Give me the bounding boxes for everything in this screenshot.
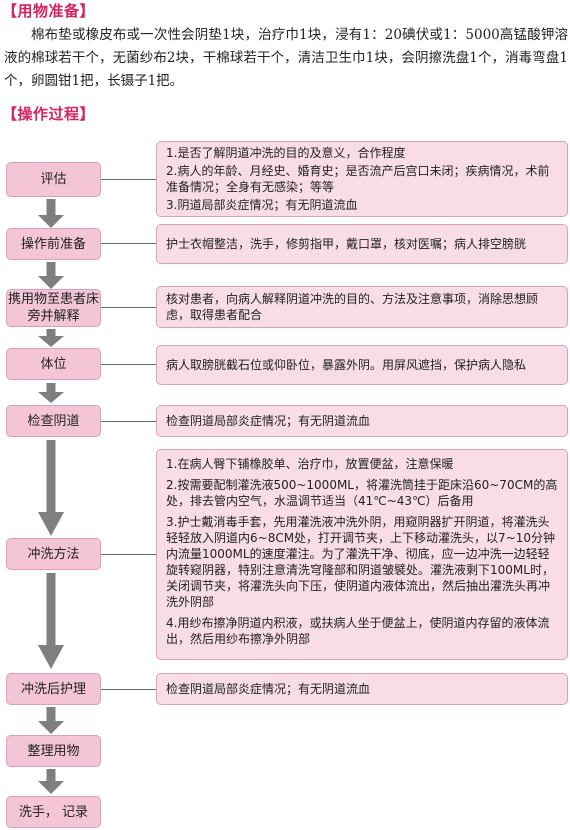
down-arrow-icon xyxy=(38,769,64,794)
step-box-vaginal-check: 检查阴道 xyxy=(6,405,101,437)
down-arrow-icon xyxy=(38,440,64,536)
step-label: 体位 xyxy=(40,356,67,372)
down-arrow-icon xyxy=(38,262,64,289)
detail-item: 病人取膀胱截石位或仰卧位，暴露外阴。用屏风遮挡，保护病人隐私 xyxy=(166,358,527,372)
step-box-preparation: 操作前准备 xyxy=(6,228,101,260)
step-label: 携用物至患者床旁并解释 xyxy=(7,292,99,324)
step-box-tidy: 整理用物 xyxy=(6,735,101,767)
detail-item: 核对患者，向病人解释阴道冲洗的目的、方法及注意事项，消除思想顾虑，取得患者配合 xyxy=(166,292,539,322)
connector-line xyxy=(101,421,156,422)
detail-box-irrigation: 1.在病人臀下铺橡胶单、治疗巾，放置便盆，注意保暖 2.按需要配制灌洗液500~… xyxy=(156,449,568,660)
step-label: 整理用物 xyxy=(27,743,80,759)
step-label: 评估 xyxy=(40,172,67,187)
detail-box-aftercare: 检查阴道局部炎症情况；有无阴道流血 xyxy=(156,673,568,705)
step-box-position: 体位 xyxy=(6,348,101,380)
detail-box-assessment: 1.是否了解阴道冲洗的目的及意义，合作程度 2.病人的年龄、月经史、婚育史；是否… xyxy=(156,141,568,217)
step-label: 操作前准备 xyxy=(20,236,86,252)
detail-box-preparation: 护士衣帽整洁，洗手，修剪指甲，戴口罩，核对医嘱；病人排空膀胱 xyxy=(156,224,568,264)
step-label: 检查阴道 xyxy=(27,413,80,429)
connector-line xyxy=(101,307,156,308)
step-box-explain: 携用物至患者床旁并解释 xyxy=(6,289,101,327)
down-arrow-icon xyxy=(38,383,64,403)
detail-item: 4.用纱布擦净阴道内积液，或扶病人坐于便盆上，使阴道内存留的液体流出，然后用纱布… xyxy=(166,616,550,646)
step-box-irrigation: 冲洗方法 xyxy=(6,538,101,570)
materials-heading: 【用物准备】 xyxy=(2,2,96,20)
down-arrow-icon xyxy=(38,573,64,669)
step-box-assessment: 评估 xyxy=(6,162,101,197)
detail-item: 检查阴道局部炎症情况；有无阴道流血 xyxy=(166,682,371,696)
detail-item: 1.是否了解阴道冲洗的目的及意义，合作程度 xyxy=(166,146,406,160)
down-arrow-icon xyxy=(38,707,64,734)
materials-paragraph: 棉布垫或橡皮布或一次性会阴垫1块，治疗巾1块，浸有1：20碘伏或1：5000高锰… xyxy=(4,27,568,89)
detail-item: 护士衣帽整洁，洗手，修剪指甲，戴口罩，核对医嘱；病人排空膀胱 xyxy=(166,237,527,251)
down-arrow-icon xyxy=(38,199,64,228)
down-arrow-icon xyxy=(38,329,64,347)
step-label: 冲洗后护理 xyxy=(20,681,86,697)
detail-item: 检查阴道局部炎症情况；有无阴道流血 xyxy=(166,414,371,428)
connector-line xyxy=(101,243,156,244)
detail-item: 3.阴道局部炎症情况；有无阴道流血 xyxy=(166,198,358,212)
detail-item: 2.病人的年龄、月经史、婚育史；是否流产后宫口未闭；疾病情况，术前准备情况；全身… xyxy=(166,164,550,194)
connector-line xyxy=(101,364,156,365)
connector-line xyxy=(101,689,156,690)
connector-line xyxy=(101,179,156,180)
detail-item: 3.护士戴消毒手套，先用灌洗液冲洗外阴，用窥阴器扩开阴道，将灌洗头轻轻放入阴道内… xyxy=(166,515,556,609)
step-box-aftercare: 冲洗后护理 xyxy=(6,673,101,705)
step-label: 洗手， 记录 xyxy=(18,804,89,820)
connector-line xyxy=(101,554,156,555)
step-label: 冲洗方法 xyxy=(27,546,80,562)
detail-box-position: 病人取膀胱截石位或仰卧位，暴露外阴。用屏风遮挡，保护病人隐私 xyxy=(156,345,568,385)
detail-item: 2.按需要配制灌洗液500~1000ML，将灌洗筒挂于距床沿60~70CM的高处… xyxy=(166,478,558,508)
step-box-record: 洗手， 记录 xyxy=(6,796,101,828)
detail-box-explain: 核对患者，向病人解释阴道冲洗的目的、方法及注意事项，消除思想顾虑，取得患者配合 xyxy=(156,286,568,328)
detail-box-vaginal-check: 检查阴道局部炎症情况；有无阴道流血 xyxy=(156,405,568,437)
detail-item: 1.在病人臀下铺橡胶单、治疗巾，放置便盆，注意保暖 xyxy=(166,457,454,471)
process-heading: 【操作过程】 xyxy=(2,105,96,123)
